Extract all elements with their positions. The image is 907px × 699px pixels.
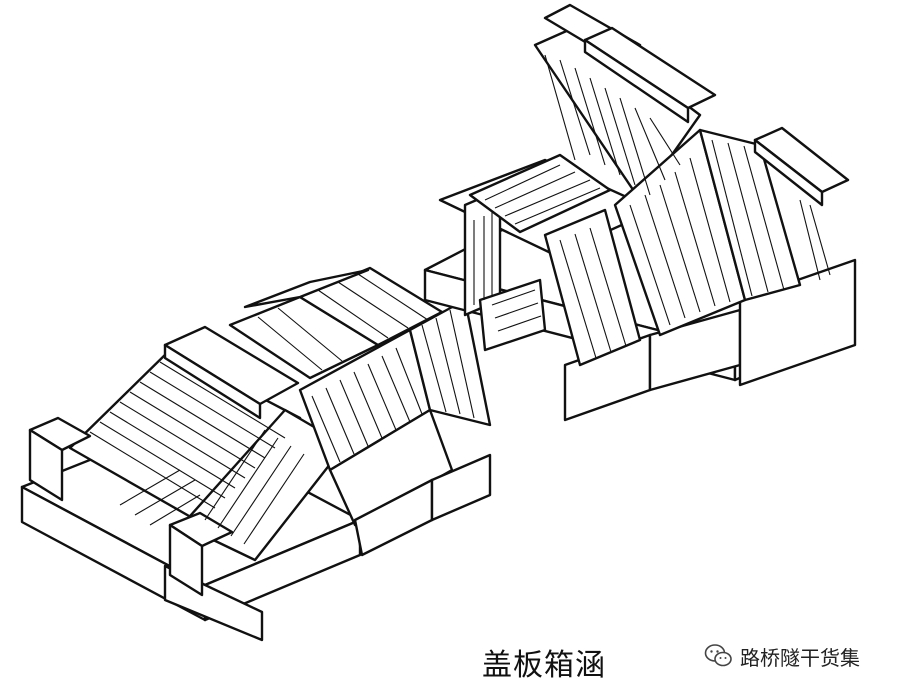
right-hatching <box>473 54 831 359</box>
right-barrel-floor <box>478 278 547 352</box>
left-pedestal-2 <box>430 453 492 522</box>
right-barrel-right-wall <box>543 208 642 367</box>
figure-caption: 盖板箱涵 <box>482 648 606 683</box>
watermark-text: 路桥隧干货集 <box>740 645 860 670</box>
right-wing-back <box>533 23 702 202</box>
left-cap-top-front <box>163 343 262 420</box>
culvert-outlet-drawing <box>423 3 857 422</box>
right-cap-side-face <box>753 138 824 207</box>
left-cap-front-face <box>168 523 204 597</box>
watermark: 路桥隧干货集 <box>704 640 860 672</box>
left-segment-2-face <box>328 408 454 527</box>
culvert-inlet-drawing <box>20 266 492 642</box>
left-cover-slab-3 <box>243 268 370 309</box>
left-segment-3-face <box>408 298 492 427</box>
right-barrel-roof <box>468 153 612 234</box>
wechat-icon <box>704 644 732 667</box>
right-cap-top-2-face <box>583 38 690 124</box>
left-hatching <box>89 273 475 545</box>
left-cap-back-face <box>28 428 64 502</box>
